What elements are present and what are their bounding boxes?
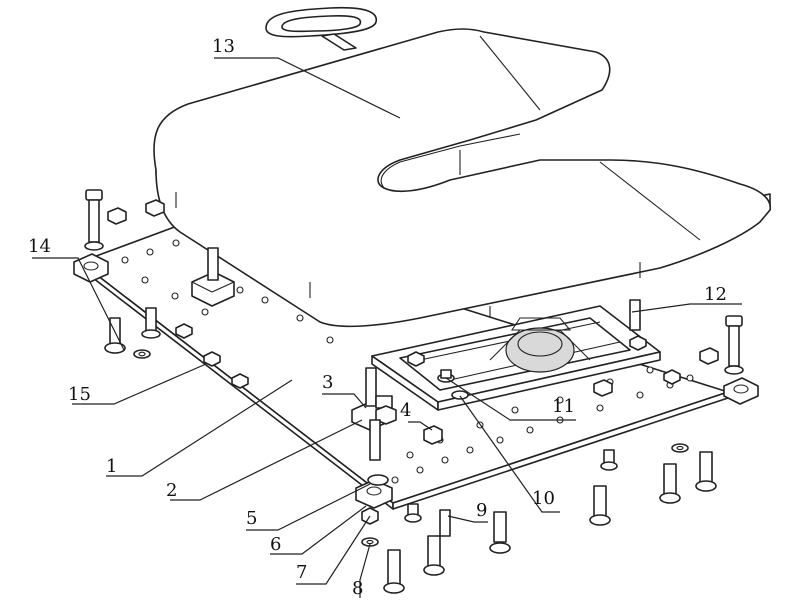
leader-10 (459, 395, 560, 513)
leader-4 (408, 421, 433, 431)
clamp-block-upper (191, 271, 235, 307)
leader-8 (359, 543, 371, 598)
label-12: 12 (704, 284, 727, 305)
corner-bracket-right (723, 377, 759, 405)
label-3: 3 (322, 372, 333, 393)
bolt-lower-left (104, 317, 151, 359)
bolt-upper-left (84, 189, 104, 251)
label-13: 13 (212, 36, 235, 57)
label-6: 6 (270, 534, 281, 555)
bolt-lower-left-2 (141, 307, 161, 339)
label-5: 5 (246, 508, 257, 529)
nut (593, 379, 613, 397)
leader-lines (32, 57, 742, 598)
bolt-under (404, 503, 422, 523)
label-1: 1 (106, 456, 117, 477)
bolt-under (489, 511, 511, 554)
bolt-under (659, 463, 681, 504)
label-10: 10 (532, 488, 555, 509)
label-2: 2 (166, 480, 177, 501)
hardware (84, 189, 744, 594)
label-8: 8 (352, 578, 363, 599)
label-9: 9 (476, 500, 487, 521)
nut (699, 347, 719, 365)
bolt-right (724, 315, 744, 375)
nut (407, 351, 425, 367)
label-11: 11 (552, 396, 575, 417)
label-4: 4 (400, 400, 411, 421)
nut (423, 425, 443, 445)
leader-5 (246, 483, 371, 531)
leader-12 (631, 303, 742, 313)
stud (207, 247, 219, 281)
bolt-12 (629, 299, 641, 331)
bolt-front-upper (365, 367, 397, 486)
leader-1 (106, 379, 293, 477)
nut (145, 199, 165, 217)
leader-2 (170, 419, 363, 501)
washer (671, 443, 689, 453)
leader-6 (270, 505, 367, 555)
nut (231, 373, 249, 389)
label-15: 15 (68, 384, 91, 405)
bolt-10 (451, 390, 469, 400)
nut (203, 351, 221, 367)
bolt-under (589, 485, 611, 526)
leader-11 (445, 377, 576, 421)
leader-9 (447, 515, 488, 523)
seat-cushion (153, 6, 771, 328)
part-labels: 13 14 12 15 3 4 11 1 2 10 9 5 6 7 8 (28, 36, 727, 599)
leader-15 (72, 363, 207, 405)
nut (175, 323, 193, 339)
bolt-under (695, 451, 717, 492)
nut (629, 335, 647, 351)
bolt-under (423, 535, 445, 576)
label-7: 7 (296, 562, 307, 583)
leader-7 (296, 515, 371, 585)
corner-bracket-left (73, 253, 109, 283)
bolt-under (383, 549, 405, 594)
leader-13 (214, 57, 401, 119)
leader-14 (32, 257, 125, 351)
label-14: 14 (28, 236, 51, 257)
bolt-under (600, 449, 618, 471)
leader-3 (322, 393, 367, 409)
bolt-under (439, 509, 451, 537)
nut-stack-lower (361, 507, 379, 547)
nut (663, 369, 681, 385)
nut (107, 207, 127, 225)
handle (265, 6, 378, 51)
suspension-mechanism (489, 317, 591, 373)
bolt-11 (437, 369, 455, 383)
